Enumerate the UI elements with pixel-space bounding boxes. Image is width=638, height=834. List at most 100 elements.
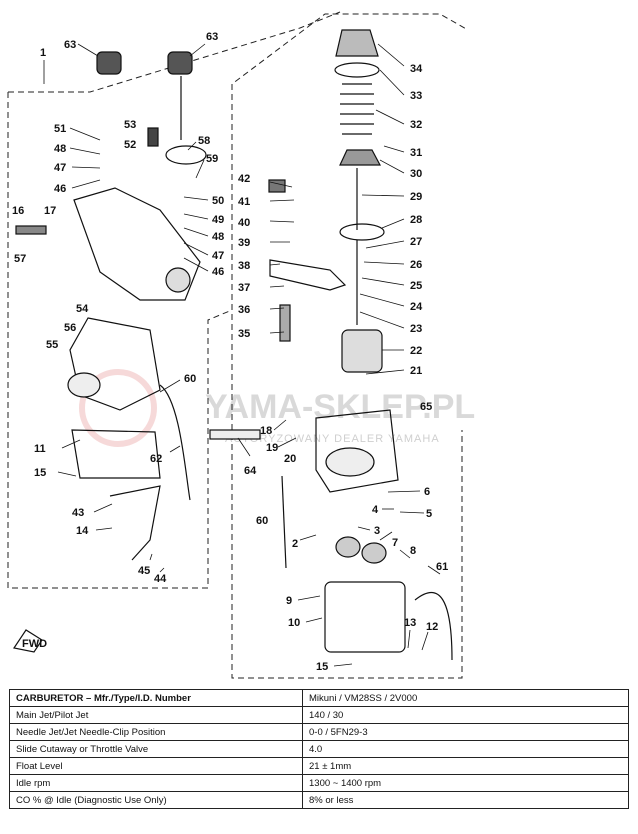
callout-19: 19 — [266, 442, 278, 454]
callout-62: 62 — [150, 453, 162, 465]
callout-23: 23 — [410, 323, 422, 335]
spec-label: Main Jet/Pilot Jet — [9, 706, 303, 724]
callout-30: 30 — [410, 168, 422, 180]
callout-53: 53 — [124, 119, 136, 131]
watermark-sub: AUTORYZOWANY DEALER YAMAHA — [225, 433, 440, 445]
callout-15-right: 15 — [316, 661, 328, 673]
callout-27: 27 — [410, 236, 422, 248]
callout-52: 52 — [124, 139, 136, 151]
spec-value: 1300 ~ 1400 rpm — [302, 774, 629, 792]
callout-9: 9 — [286, 595, 292, 607]
callout-20: 20 — [284, 453, 296, 465]
callout-2: 2 — [292, 538, 298, 550]
callout-15-left: 15 — [34, 467, 46, 479]
spec-label: Slide Cutaway or Throttle Valve — [9, 740, 303, 758]
callout-46-right: 46 — [212, 266, 224, 278]
callout-42: 42 — [238, 173, 250, 185]
callout-38: 38 — [238, 260, 250, 272]
watermark: YAMA-SKLEP.PL AUTORYZOWANY DEALER YAMAHA — [79, 369, 475, 447]
callout-16: 16 — [12, 205, 24, 217]
callout-64: 64 — [244, 465, 257, 477]
callout-47-left: 47 — [54, 162, 66, 174]
callout-12: 12 — [426, 621, 438, 633]
callout-41: 41 — [238, 196, 250, 208]
callout-24: 24 — [410, 301, 423, 313]
spec-value: 140 / 30 — [302, 706, 629, 724]
leader-lines — [43, 43, 441, 667]
fwd-arrow: FWD — [13, 629, 47, 653]
callout-58: 58 — [198, 135, 210, 147]
spec-row: Main Jet/Pilot Jet 140 / 30 — [9, 706, 629, 724]
left-assembly — [15, 51, 261, 561]
callout-31: 31 — [410, 147, 422, 159]
callout-1: 1 — [40, 47, 46, 59]
callout-44: 44 — [154, 573, 167, 585]
callout-49: 49 — [212, 214, 224, 226]
callout-26: 26 — [410, 259, 422, 271]
callout-61: 61 — [436, 561, 448, 573]
spec-value: 21 ± 1mm — [302, 757, 629, 775]
spec-row: Slide Cutaway or Throttle Valve 4.0 — [9, 740, 629, 758]
callout-7: 7 — [392, 537, 398, 549]
callout-3: 3 — [374, 525, 380, 537]
callout-47-right: 47 — [212, 250, 224, 262]
callout-43: 43 — [72, 507, 84, 519]
spec-value: 4.0 — [302, 740, 629, 758]
spec-value: 0-0 / 5FN29-3 — [302, 723, 629, 741]
callout-28: 28 — [410, 214, 422, 226]
callout-14: 14 — [76, 525, 89, 537]
callout-32: 32 — [410, 119, 422, 131]
group-outlines — [7, 11, 469, 679]
callout-60-right: 60 — [256, 515, 268, 527]
callout-48-left: 48 — [54, 143, 66, 155]
callout-4: 4 — [372, 504, 379, 516]
spec-value: Mikuni / VM28SS / 2V000 — [302, 689, 629, 707]
callout-labels: 63 63 34 33 32 31 30 29 28 27 26 25 24 2… — [12, 31, 448, 673]
callout-25: 25 — [410, 280, 422, 292]
callout-40: 40 — [238, 217, 250, 229]
callout-46-left: 46 — [54, 183, 66, 195]
spec-label: CO % @ Idle (Diagnostic Use Only) — [9, 791, 303, 809]
callout-59: 59 — [206, 153, 218, 165]
callout-63-left: 63 — [64, 39, 76, 51]
callout-22: 22 — [410, 345, 422, 357]
callout-33: 33 — [410, 90, 422, 102]
callout-45: 45 — [138, 565, 150, 577]
spec-label: CARBURETOR – Mfr./Type/I.D. Number — [9, 689, 303, 707]
callout-5: 5 — [426, 508, 432, 520]
watermark-main: YAMA-SKLEP.PL — [205, 388, 475, 426]
callout-17: 17 — [44, 205, 56, 217]
callout-11: 11 — [34, 443, 46, 455]
callout-54: 54 — [76, 303, 89, 315]
spec-label: Idle rpm — [9, 774, 303, 792]
carburetor-spec-table: CARBURETOR – Mfr./Type/I.D. Number Mikun… — [9, 689, 629, 809]
callout-36: 36 — [238, 304, 250, 316]
callout-48-right: 48 — [212, 231, 224, 243]
callout-57: 57 — [14, 253, 26, 265]
callout-55: 55 — [46, 339, 58, 351]
spec-row: Float Level 21 ± 1mm — [9, 757, 629, 775]
callout-56: 56 — [64, 322, 76, 334]
callout-10: 10 — [288, 617, 300, 629]
spec-row: CO % @ Idle (Diagnostic Use Only) 8% or … — [9, 791, 629, 809]
spec-row: Idle rpm 1300 ~ 1400 rpm — [9, 774, 629, 792]
callout-50: 50 — [212, 195, 224, 207]
callout-13: 13 — [404, 617, 416, 629]
spec-label: Float Level — [9, 757, 303, 775]
spec-row-header: CARBURETOR – Mfr./Type/I.D. Number Mikun… — [9, 689, 629, 707]
spec-label: Needle Jet/Jet Needle-Clip Position — [9, 723, 303, 741]
callout-60-left: 60 — [184, 373, 196, 385]
spec-value: 8% or less — [302, 791, 629, 809]
callout-37: 37 — [238, 282, 250, 294]
callout-18: 18 — [260, 425, 272, 437]
fwd-label: FWD — [22, 638, 47, 650]
callout-29: 29 — [410, 191, 422, 203]
right-assembly — [268, 29, 453, 661]
callout-8: 8 — [410, 545, 416, 557]
callout-21: 21 — [410, 365, 422, 377]
spec-row: Needle Jet/Jet Needle-Clip Position 0-0 … — [9, 723, 629, 741]
callout-39: 39 — [238, 237, 250, 249]
callout-51: 51 — [54, 123, 66, 135]
callout-63-right: 63 — [206, 31, 218, 43]
